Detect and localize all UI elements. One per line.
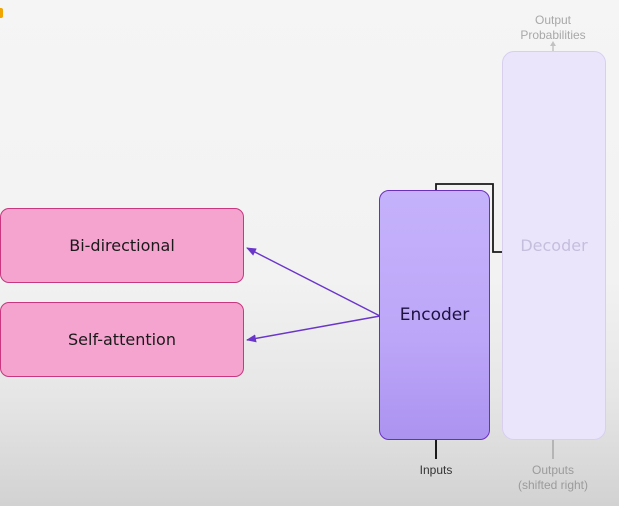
bidirectional-label: Bi-directional xyxy=(69,236,175,255)
arrow-to-self-attention xyxy=(246,315,381,343)
outputs-subtext: (shifted right) xyxy=(517,478,589,492)
outputs-text: Outputs xyxy=(531,463,575,477)
inputs-text: Inputs xyxy=(419,463,453,477)
bidirectional-box: Bi-directional xyxy=(0,208,244,283)
self-attention-box: Self-attention xyxy=(0,302,244,377)
arrow-to-bidirectional xyxy=(246,247,381,317)
decoder-block: Decoder xyxy=(502,51,606,440)
output-probabilities-text-1: Output xyxy=(534,13,572,27)
accent-marker xyxy=(0,8,3,18)
decoder-label: Decoder xyxy=(520,236,588,255)
self-attention-label: Self-attention xyxy=(68,330,176,349)
outputs-label: Outputs (shifted right) xyxy=(500,463,606,493)
encoder-label: Encoder xyxy=(399,305,470,325)
output-probabilities-label: Output Probabilities xyxy=(500,13,606,43)
encoder-decoder-connector xyxy=(435,183,503,253)
output-probabilities-arrowhead xyxy=(550,41,556,46)
inputs-label: Inputs xyxy=(405,463,467,478)
output-probabilities-text-2: Probabilities xyxy=(520,28,586,42)
encoder-block: Encoder xyxy=(379,190,490,440)
